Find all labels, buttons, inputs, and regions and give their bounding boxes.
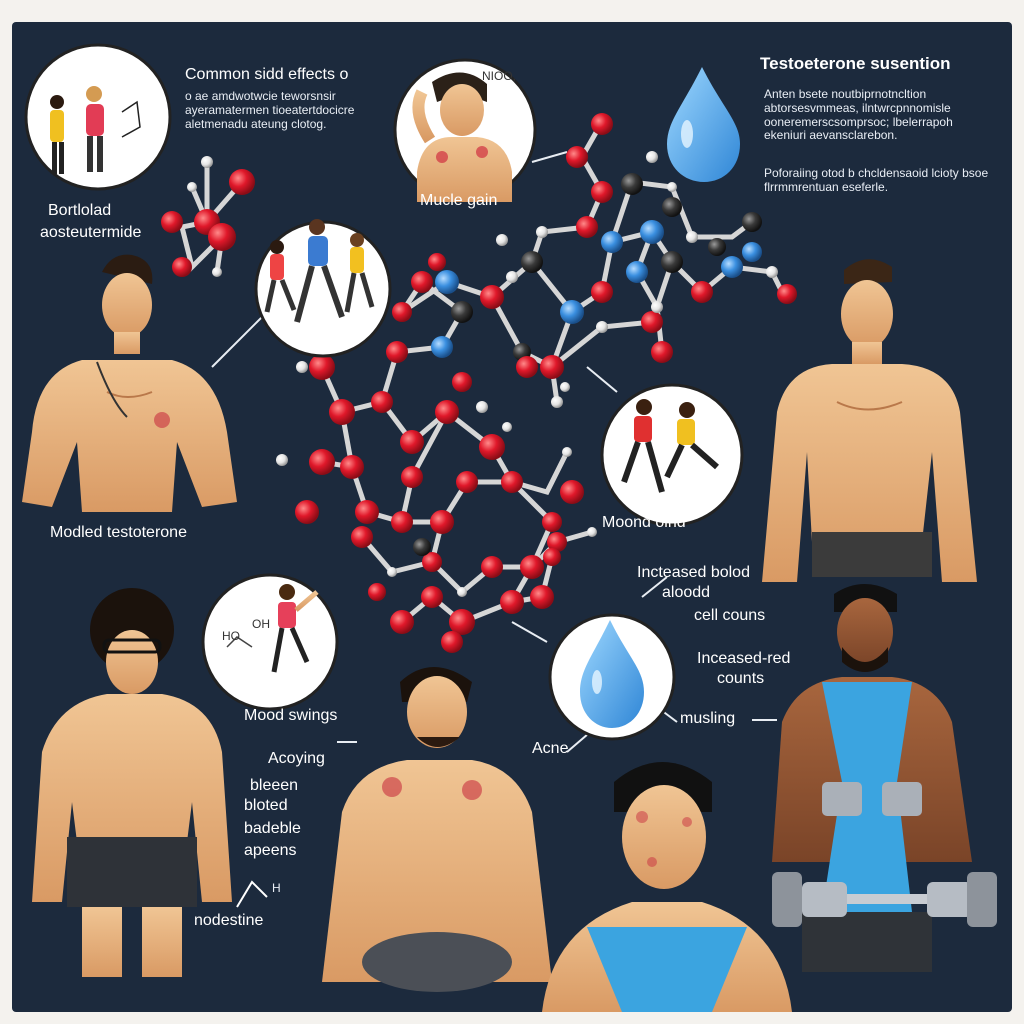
label-chem-h: H [272, 881, 281, 895]
label-bortlolad-sub: aosteutermide [40, 224, 142, 241]
figure-dumbbell-man [772, 584, 972, 972]
figure-center-man [322, 667, 552, 992]
label-muscling: musling [680, 710, 736, 727]
molecule-diagram [22, 43, 997, 1012]
label-nodestine: nodestine [194, 912, 264, 929]
figure-right-man [762, 259, 977, 582]
figure-left-man [22, 254, 237, 512]
label-increased-blood: Incteased bolod [637, 564, 750, 581]
vignette-top-left [24, 43, 172, 191]
label-increased-red: Inceased-red [697, 650, 791, 667]
label-suspension-desc: Anten bsete noutbiprnotncltion abtorsesv… [764, 87, 953, 143]
vignette-runners [254, 219, 392, 358]
label-common-side-effects: Common sidd effects o [185, 66, 349, 83]
infographic-panel: Common sidd effects o o ae amdwotwcie te… [12, 22, 1012, 1012]
dumbbell-icon [772, 782, 997, 927]
label-modeled-testosterone: Modled testoterone [50, 524, 187, 541]
label-chem-ho: HO [222, 629, 240, 643]
label-mood-changes: Moond oind [602, 514, 686, 531]
label-cell-counts: cell couns [694, 607, 766, 624]
label-bloated-3: apeens [244, 842, 297, 859]
vignette-muscle-gain [393, 58, 537, 202]
label-counts: counts [717, 670, 765, 687]
label-acne: Acne [532, 740, 569, 757]
label-bloated: bloted [244, 797, 288, 814]
chem-bond-sketch [236, 880, 268, 908]
vignette-drop [548, 613, 676, 741]
label-suspension-desc2: Poforaiing otod b chcldensaoid lcioty bs… [764, 166, 989, 194]
label-muscle-gain: Mucle gain [420, 192, 498, 209]
label-muscle-gain-tag: NIOO, [482, 69, 517, 83]
label-common-side-effects-desc: o ae amdwotwcie teworsnsir ayeramatermen… [185, 89, 355, 131]
figure-lower-left-man [32, 588, 232, 977]
vignette-mood [600, 383, 744, 527]
label-bleeding: bleeen [250, 777, 299, 794]
figure-acne-man [542, 762, 792, 1012]
label-mood-swings: Mood swings [244, 707, 338, 724]
label-chem-oh: OH [252, 617, 270, 631]
water-drop-icon [667, 67, 740, 182]
label-testosterone-suspension: Testoeterone susention [760, 54, 951, 73]
water-drop-icon [580, 620, 644, 728]
molecule-atoms [161, 113, 797, 653]
vignette-mood-swings [201, 573, 339, 711]
label-bortlolad: Bortlolad [48, 202, 112, 219]
label-aching: Acoying [268, 750, 325, 767]
label-bloated-2: badeble [244, 820, 301, 837]
label-increased-blood-2: aloodd [662, 584, 711, 601]
